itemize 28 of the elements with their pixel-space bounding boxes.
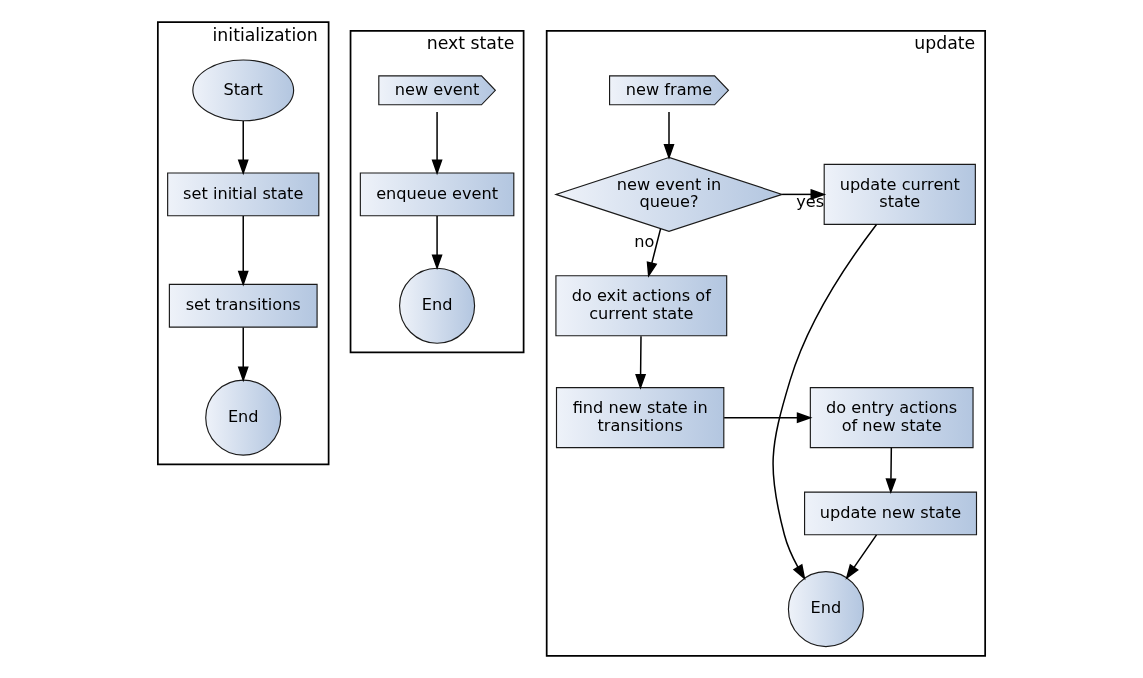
arrow [237,326,249,383]
arrow [635,335,647,390]
node-circle: End [787,571,864,648]
arrow [431,111,443,176]
arrow [845,534,878,580]
arrow [723,412,813,424]
arrow [781,188,827,200]
node-box: update new state [804,491,978,536]
node-ellipse: Start [192,59,295,122]
node-box: do exit actions of current state [555,275,728,337]
arrow [237,215,249,287]
node-box: enqueue event [359,172,515,217]
node-diamond: new event in queue? [554,156,784,232]
node-circle: End [399,267,476,344]
node-box: set transitions [168,283,318,328]
node-box: do entry actions of new state [809,387,974,449]
node-box: set initial state [167,172,320,217]
node-box: update current state [823,163,976,225]
node-circle: End [205,379,282,456]
node-box: find new state in transitions [555,387,725,449]
arrow [431,215,443,271]
edge-label: yes [796,192,825,212]
arrow [772,223,878,581]
arrow [237,120,249,176]
arrow [646,228,662,278]
arrow [885,447,897,495]
arrow [663,111,675,160]
edge-label: no [634,232,655,252]
